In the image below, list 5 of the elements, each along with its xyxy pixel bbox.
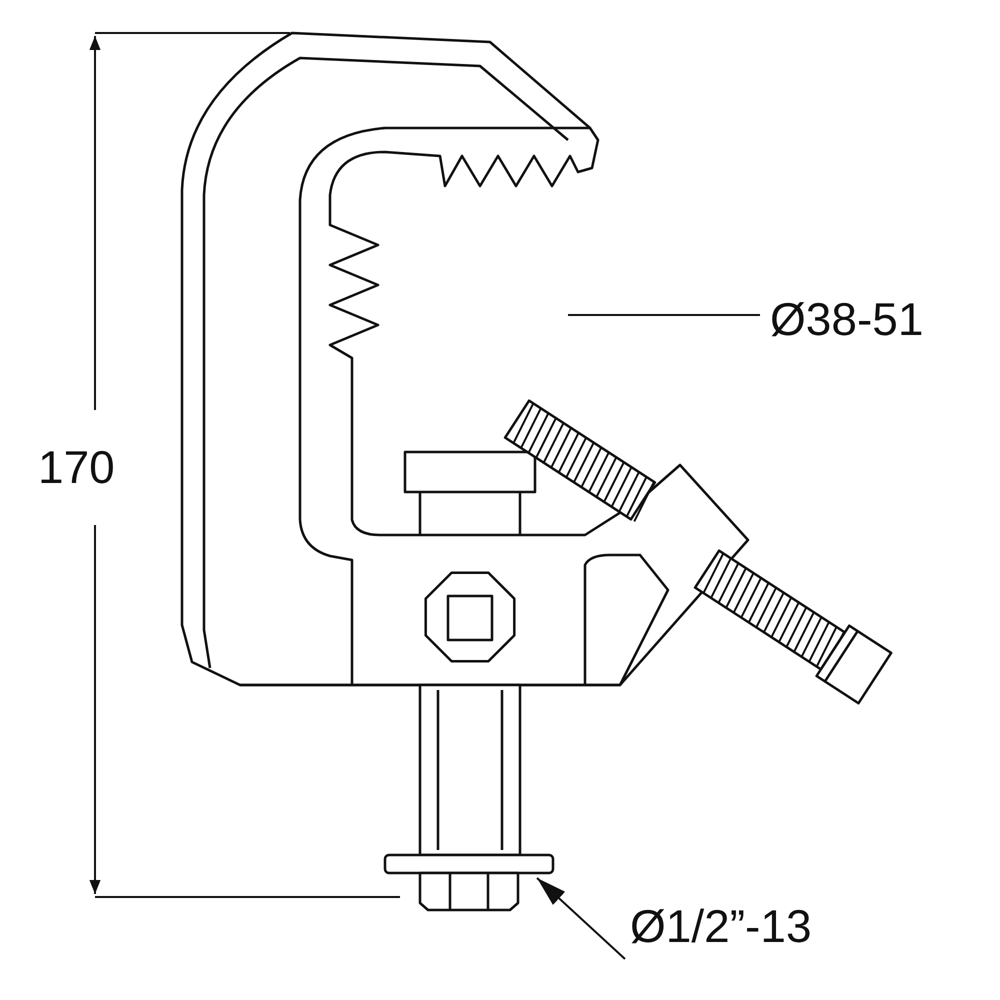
dimension-label: Ø1/2”-13 [630, 903, 812, 949]
dimension-value: 170 [38, 444, 115, 490]
dimension-label: Ø38-51 [770, 296, 924, 342]
leader-arrow [536, 877, 626, 960]
leader-line [568, 314, 760, 316]
